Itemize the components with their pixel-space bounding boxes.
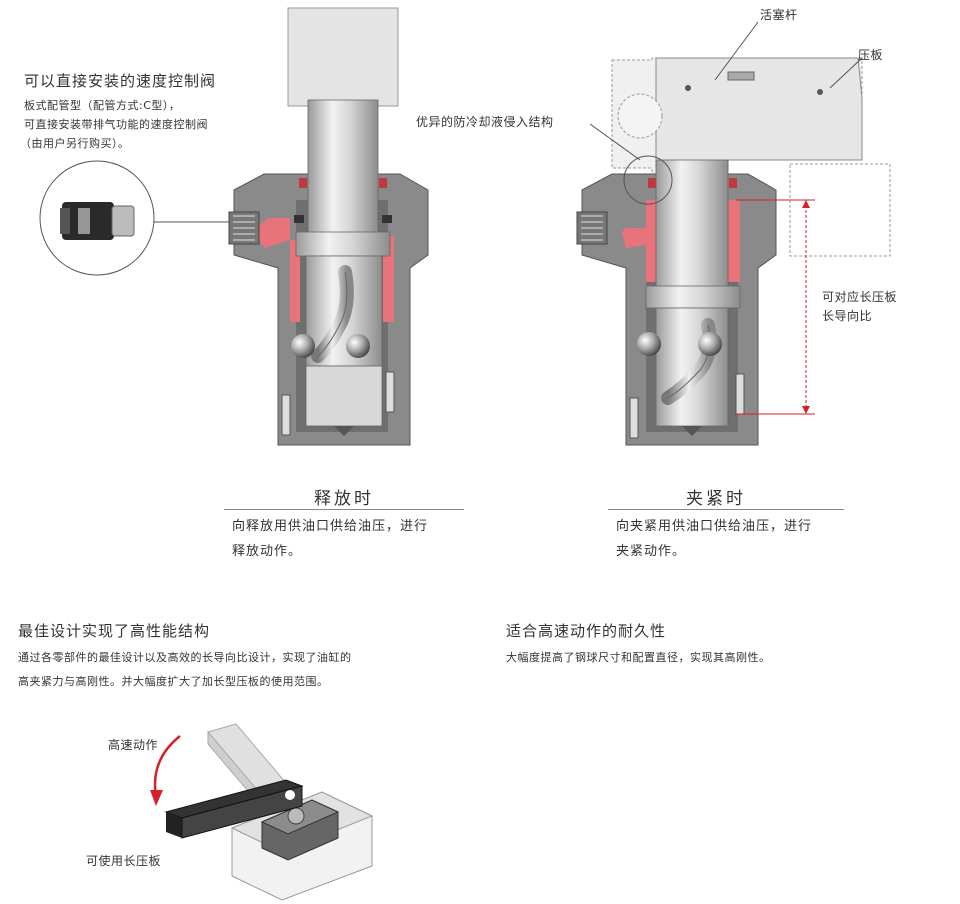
speed-action-label: 高速动作	[108, 738, 159, 752]
release-desc-2: 释放动作。	[232, 544, 303, 559]
feature-right-title: 适合高速动作的耐久性	[506, 622, 667, 640]
guide-label-1: 可对应长压板	[822, 290, 898, 304]
coolant-label: 优异的防冷却液侵入结构	[416, 115, 554, 129]
guide-label-2: 长导向比	[822, 309, 873, 323]
release-desc-1: 向释放用供油口供给油压，进行	[232, 519, 429, 534]
cylinder-clamped	[576, 21, 891, 446]
long-arm-illustration	[150, 723, 374, 901]
speed-valve-line-1: 板式配管型（配管方式:C型），	[24, 99, 181, 112]
release-rule	[224, 509, 464, 510]
clamp-desc-1: 向夹紧用供油口供给油压，进行	[616, 519, 813, 534]
feature-right-line-1: 大幅度提高了钢球尺寸和配置直径，实现其高刚性。	[506, 651, 771, 664]
cylinder-released	[228, 7, 429, 446]
arm-label: 压板	[858, 48, 884, 62]
clamp-title: 夹紧时	[686, 489, 746, 509]
clamp-rule	[608, 509, 844, 510]
release-title: 释放时	[314, 489, 374, 509]
speed-valve-title: 可以直接安装的速度控制阀	[24, 72, 217, 90]
feature-left-line-2: 高夹紧力与高刚性。并大幅度扩大了加长型压板的使用范围。	[18, 675, 329, 688]
piston-rod-label: 活塞杆	[760, 8, 798, 22]
speed-valve-callout	[39, 160, 229, 276]
clamp-desc-2: 夹紧动作。	[616, 544, 687, 559]
feature-left-line-1: 通过各零部件的最佳设计以及高效的长导向比设计，实现了油缸的	[18, 651, 352, 664]
long-arm-label: 可使用长压板	[86, 854, 162, 868]
speed-valve-line-3: （由用户另行购买）。	[20, 137, 130, 150]
feature-left-title: 最佳设计实现了高性能结构	[18, 622, 211, 640]
speed-valve-line-2: 可直接安装带排气功能的速度控制阀	[24, 118, 208, 131]
